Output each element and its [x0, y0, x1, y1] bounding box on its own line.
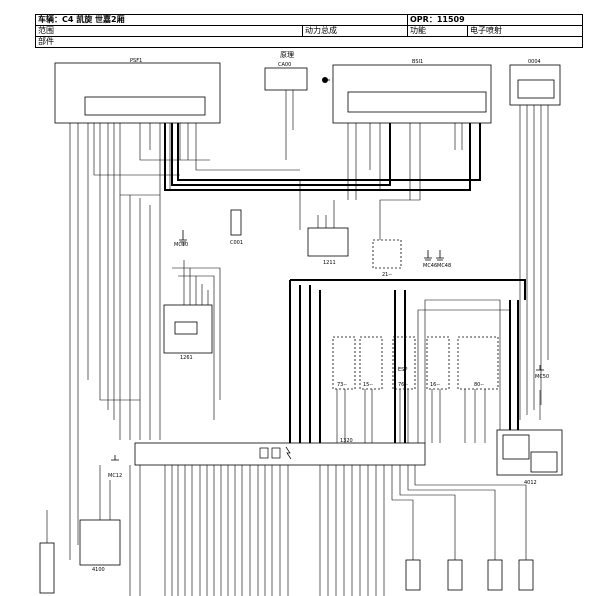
c001-label: C001: [230, 240, 243, 246]
c80-label: 80--: [474, 382, 484, 388]
title-block: 车辆：C4 凯旋 世嘉2厢 OPR：11509 范围 动力总成 功能 电子喷射 …: [35, 14, 583, 48]
c4100-label: 4100: [92, 567, 105, 573]
c1211-label: 1211: [323, 260, 336, 266]
c0004-label: 0004: [528, 59, 541, 65]
injector-2: [447, 559, 463, 591]
c001-box: [230, 209, 242, 236]
injector-4: [518, 559, 534, 591]
psf1-box: [54, 62, 221, 124]
c21-box: [372, 239, 402, 269]
esp-label: ESP: [398, 367, 407, 373]
c4012-label: 4012: [524, 480, 537, 486]
c4100-box: [79, 519, 121, 566]
mc48-label: MC48: [437, 263, 451, 269]
parts-label: 部件: [35, 36, 583, 48]
c15a-box: [359, 336, 383, 390]
c1261-label: 1261: [180, 355, 193, 361]
c76-label: 76--: [398, 382, 408, 388]
c4012-box: [496, 429, 563, 476]
c73-label: 73--: [337, 382, 347, 388]
c1320-label: 1320: [340, 438, 353, 444]
c8001-strip: [39, 542, 55, 594]
ca00-label: CA00: [278, 62, 291, 68]
mc12-label: MC12: [108, 473, 122, 479]
mc46-label: MC46: [423, 263, 437, 269]
injector-1: [405, 559, 421, 591]
c15a-label: 15--: [363, 382, 373, 388]
c16-box: [426, 336, 450, 390]
principle-label: 原理: [280, 51, 294, 59]
ca00-box: [264, 67, 308, 91]
c0004-box: [509, 64, 561, 106]
c21-label: 21--: [382, 272, 392, 278]
c80-box: [457, 336, 499, 390]
c1211-box: [307, 227, 349, 257]
c73-box: [332, 336, 356, 390]
c1261-box: [163, 304, 213, 354]
psf1-inner: [84, 96, 206, 116]
bsi1-label: BSI1: [412, 59, 423, 65]
bsi1-inner: [347, 91, 487, 113]
c16-label: 16--: [430, 382, 440, 388]
mc10-label: MC10: [174, 242, 188, 248]
mc50-label: MC50: [535, 374, 549, 380]
injector-3: [487, 559, 503, 591]
psf1-label: PSF1: [130, 58, 142, 64]
bsi1-box: [332, 64, 492, 124]
